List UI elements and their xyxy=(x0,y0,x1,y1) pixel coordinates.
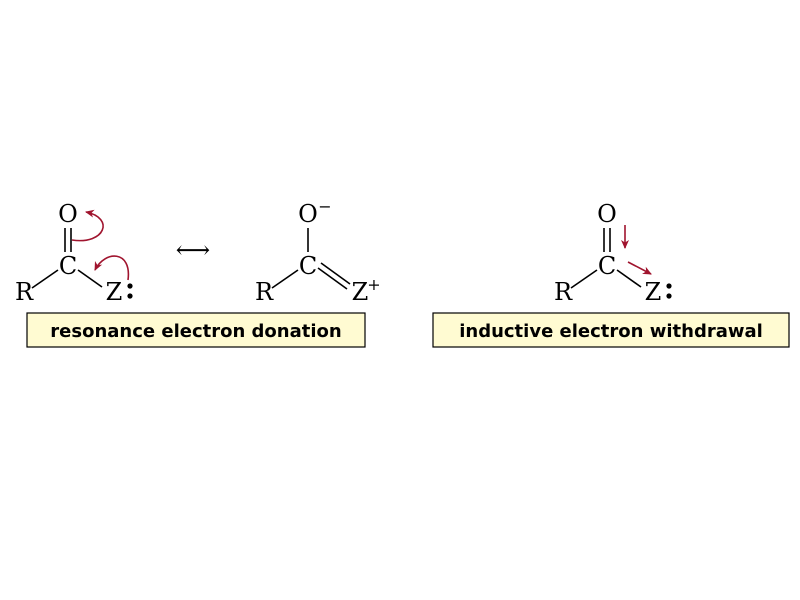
straight-arrow-icon xyxy=(627,261,652,275)
bond-c-z xyxy=(77,269,103,288)
atom-r: R xyxy=(554,278,573,306)
curved-arrow-icon xyxy=(71,209,104,242)
negative-charge: − xyxy=(318,197,331,216)
double-bond-line-b xyxy=(320,262,351,285)
structure-1: O C R Z xyxy=(15,200,133,306)
atom-o: O xyxy=(298,200,318,228)
caption-inductive-text: inductive electron withdrawal xyxy=(459,321,763,342)
atom-o: O xyxy=(58,200,78,228)
atom-c: C xyxy=(598,252,616,280)
lone-pair-icon xyxy=(127,283,133,299)
lone-pair-icon xyxy=(666,283,672,299)
atom-z: Z xyxy=(645,278,662,306)
atom-r: R xyxy=(15,278,34,306)
caption-inductive: inductive electron withdrawal xyxy=(432,312,790,348)
atom-z: Z xyxy=(352,278,369,306)
double-bond-line-a xyxy=(317,267,348,290)
atom-c: C xyxy=(59,252,77,280)
resonance-arrow-icon: ⟷ xyxy=(176,236,210,264)
atom-o: O xyxy=(597,200,617,228)
atom-c: C xyxy=(299,252,317,280)
positive-charge: + xyxy=(367,275,380,294)
curved-arrow-icon xyxy=(94,255,130,281)
structure-3: O C R Z xyxy=(554,200,672,306)
caption-resonance-text: resonance electron donation xyxy=(50,321,341,342)
bond-c-r xyxy=(271,269,299,289)
atom-z: Z xyxy=(106,278,123,306)
structure-2: O − C R Z + xyxy=(255,197,381,306)
atom-r: R xyxy=(255,278,274,306)
bond-c-r xyxy=(570,269,598,289)
bond-c-r xyxy=(31,269,59,289)
caption-resonance: resonance electron donation xyxy=(26,312,366,348)
bond-c-z xyxy=(616,269,642,288)
